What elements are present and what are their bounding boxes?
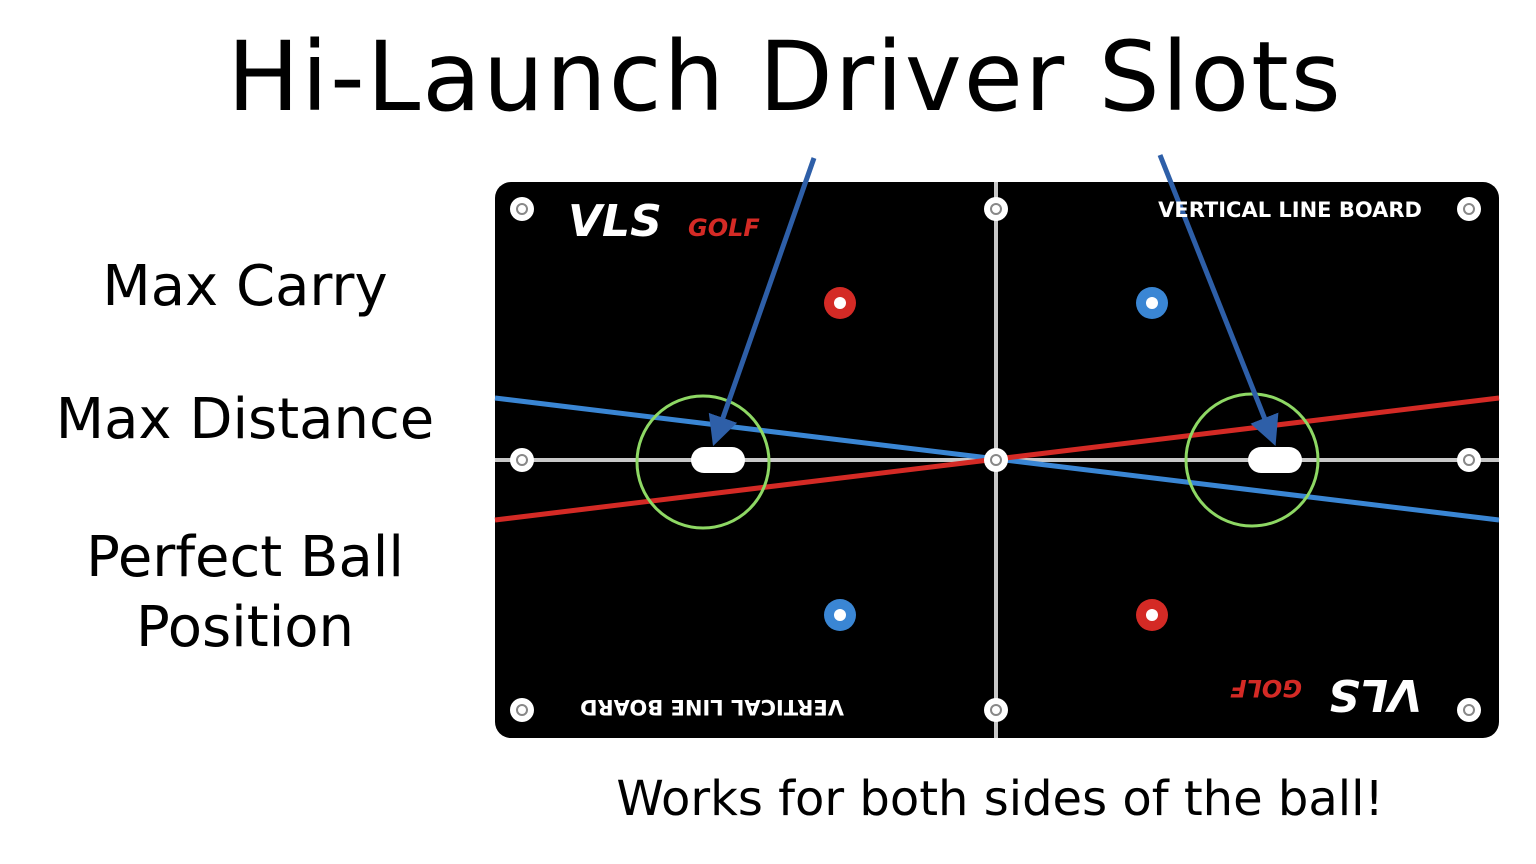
logo-main-text: VLS	[568, 196, 662, 247]
blue-dot-bottom-left	[824, 599, 856, 631]
benefit-perfect-ball-position: Perfect Ball Position	[0, 523, 490, 663]
board-label-bottom-rotated: VERTICAL LINE BOARD	[580, 695, 844, 719]
driver-slot-right	[1248, 447, 1302, 473]
benefit-max-distance: Max Distance	[55, 387, 435, 452]
mounting-holes	[510, 197, 1481, 722]
vls-golf-logo: VLS GOLF	[568, 196, 760, 247]
footer-caption: Works for both sides of the ball!	[616, 771, 1384, 827]
hole-top-right	[1457, 197, 1481, 221]
hole-bottom-right	[1457, 698, 1481, 722]
board-label-top: VERTICAL LINE BOARD	[1158, 198, 1422, 222]
hole-top-center	[984, 197, 1008, 221]
benefit-max-carry: Max Carry	[102, 254, 388, 319]
arrow-right	[1157, 154, 1279, 446]
logo-main-text-rotated: VLS	[1328, 669, 1422, 720]
hole-mid-left	[510, 448, 534, 472]
blue-dot-top-right	[1136, 287, 1168, 319]
page-title: Hi-Launch Driver Slots	[227, 21, 1343, 133]
arrow-left	[708, 157, 817, 447]
highlight-circle-right	[1184, 392, 1320, 528]
benefit-line-2: Position	[135, 595, 355, 660]
red-dot-bottom-right	[1136, 599, 1168, 631]
driver-slot-left	[691, 447, 745, 473]
logo-sub-text-rotated: GOLF	[1230, 674, 1302, 702]
board-label-bottom: VERTICAL LINE BOARD	[580, 695, 844, 719]
vls-golf-logo-rotated: VLS GOLF	[1230, 669, 1422, 720]
highlight-circle-left	[635, 394, 771, 530]
hole-top-left	[510, 197, 534, 221]
hole-bottom-left	[510, 698, 534, 722]
red-dot-top-left	[824, 287, 856, 319]
hole-center	[984, 448, 1008, 472]
benefit-line-1: Perfect Ball	[86, 525, 404, 590]
hole-bottom-center	[984, 698, 1008, 722]
hole-mid-right	[1457, 448, 1481, 472]
logo-sub-text: GOLF	[688, 214, 760, 242]
